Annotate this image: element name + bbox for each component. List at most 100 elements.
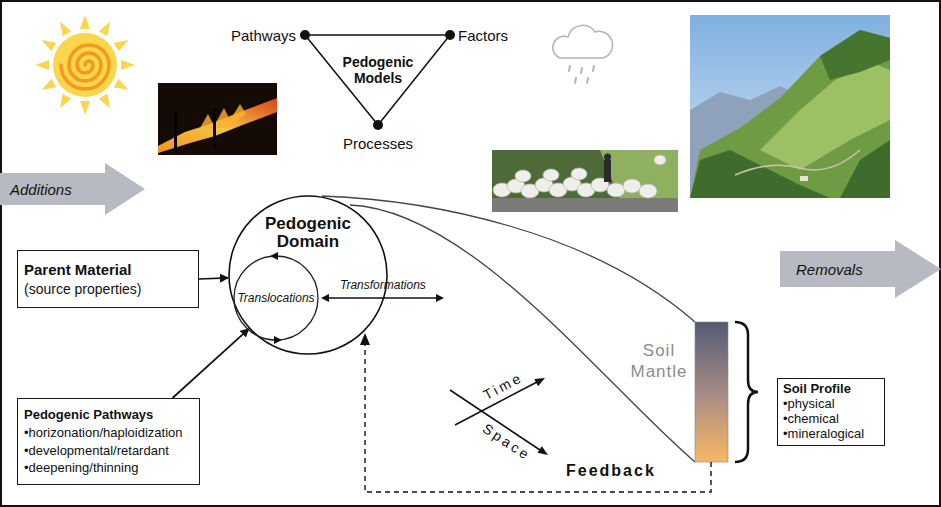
- domain-outline: [229, 196, 387, 354]
- forest: [820, 30, 890, 80]
- funnel-line: [350, 205, 695, 462]
- rain-drop: [569, 66, 570, 71]
- bullet-item: •deepening/thinning: [24, 459, 138, 477]
- shepherd: [604, 160, 611, 182]
- sheep: [543, 169, 559, 181]
- sun-spiral: [61, 45, 109, 89]
- sun-ray: [35, 60, 49, 70]
- mountain-slope: [690, 30, 890, 198]
- farmhouse: [800, 176, 808, 181]
- cycle-text-holder: Translocations: [233, 255, 319, 341]
- axis-label: Space: [480, 420, 534, 464]
- parent-material-box: Parent Material(source properties): [17, 250, 199, 308]
- arrow-text-holder: Additions: [0, 163, 145, 215]
- arrow-text-holder: Removals: [780, 240, 941, 298]
- cycle-outline: [234, 256, 318, 340]
- box-title: Parent Material: [24, 260, 132, 280]
- bullet-item: •mineralogical: [783, 427, 864, 442]
- sun-ray: [114, 36, 131, 52]
- vertex-label: Pathways: [231, 27, 296, 44]
- rain-drop: [593, 66, 594, 71]
- vertex-dot: [445, 30, 455, 40]
- feedback-label: Feedback: [566, 462, 656, 480]
- cycle-arrowhead: [274, 336, 282, 344]
- sheep: [607, 183, 625, 197]
- sun-rays: [35, 15, 135, 115]
- triangle-outline: [305, 35, 450, 125]
- forest: [840, 140, 890, 198]
- funnel-line: [322, 196, 695, 322]
- sheep: [571, 168, 587, 180]
- sheep: [654, 155, 666, 165]
- process-label: Transformations: [340, 278, 426, 292]
- soil-mantle-funnel: [322, 196, 695, 462]
- sun-ray: [80, 15, 90, 29]
- translocations-cycle: Translocations: [233, 255, 319, 341]
- rain-cloud: [553, 25, 613, 83]
- rain-drop: [581, 68, 582, 73]
- arrow-body: [0, 163, 145, 215]
- flow-label: Additions: [10, 181, 72, 198]
- cloud-outline: [553, 25, 613, 58]
- pedogenic-pathways-box: Pedogenic Pathways•horizonation/haploidi…: [17, 398, 200, 485]
- bullet-item: •physical: [783, 397, 835, 412]
- fence-post: [213, 108, 216, 148]
- domain-title: Pedogenic Domain: [258, 215, 358, 251]
- soil-profile-box: Soil Profile•physical•chemical•mineralog…: [777, 378, 885, 446]
- arrowhead: [538, 446, 549, 455]
- sun-disc: [53, 33, 117, 97]
- fire-photo: [158, 83, 277, 155]
- axis-label: Time: [480, 369, 525, 403]
- vertex-dot: [300, 30, 310, 40]
- arrowhead: [321, 294, 329, 302]
- forest: [690, 150, 830, 198]
- bullet-item: •chemical: [783, 412, 839, 427]
- sun-ray: [99, 94, 115, 111]
- flow-label: Removals: [796, 261, 863, 278]
- fire-flames: [200, 104, 246, 128]
- profile-bracket: [735, 322, 758, 462]
- road: [492, 198, 678, 212]
- shepherd-head: [604, 154, 611, 161]
- sun-ray: [80, 101, 90, 115]
- vertex-dot: [373, 120, 383, 130]
- arrowhead: [534, 378, 545, 386]
- sheep: [515, 170, 531, 182]
- connector-arrow: [199, 278, 228, 279]
- photo-ground: [158, 83, 277, 155]
- sun-icon: [35, 15, 135, 115]
- connector-arrow: [173, 329, 249, 398]
- mountain-photo: [690, 15, 890, 198]
- rain-drops: [569, 66, 594, 83]
- sun-ray: [114, 79, 131, 95]
- sun-ray: [56, 19, 72, 36]
- bullet-item: •horizonation/haploidization: [24, 424, 183, 442]
- process-label: Translocations: [237, 291, 314, 305]
- sun-ray: [121, 60, 135, 70]
- arrowhead: [436, 294, 444, 302]
- box-title: Soil Profile: [783, 382, 851, 397]
- bullet-item: •developmental/retardant: [24, 442, 169, 460]
- arrowhead: [360, 333, 370, 345]
- photo-ground: [492, 150, 678, 212]
- sheep: [639, 184, 657, 198]
- cycle-arrowhead: [270, 252, 278, 260]
- sun-ray: [56, 94, 72, 111]
- track: [735, 150, 860, 175]
- vertex-label: Processes: [343, 135, 413, 152]
- rain-drop: [575, 78, 576, 83]
- model-title: Pedogenic Models: [333, 54, 423, 86]
- sun-ray: [39, 36, 56, 52]
- sheep-photo: [492, 150, 678, 212]
- feedback-loop: [360, 333, 711, 492]
- fire-flames: [158, 98, 277, 153]
- meadow: [600, 150, 678, 200]
- sun-ray: [39, 79, 56, 95]
- pedogenic-models-triangle: [300, 30, 455, 130]
- removals-arrow: Removals: [780, 240, 941, 298]
- double-arrow-line: [328, 297, 437, 299]
- sky: [690, 15, 890, 198]
- sun-ray: [99, 19, 115, 36]
